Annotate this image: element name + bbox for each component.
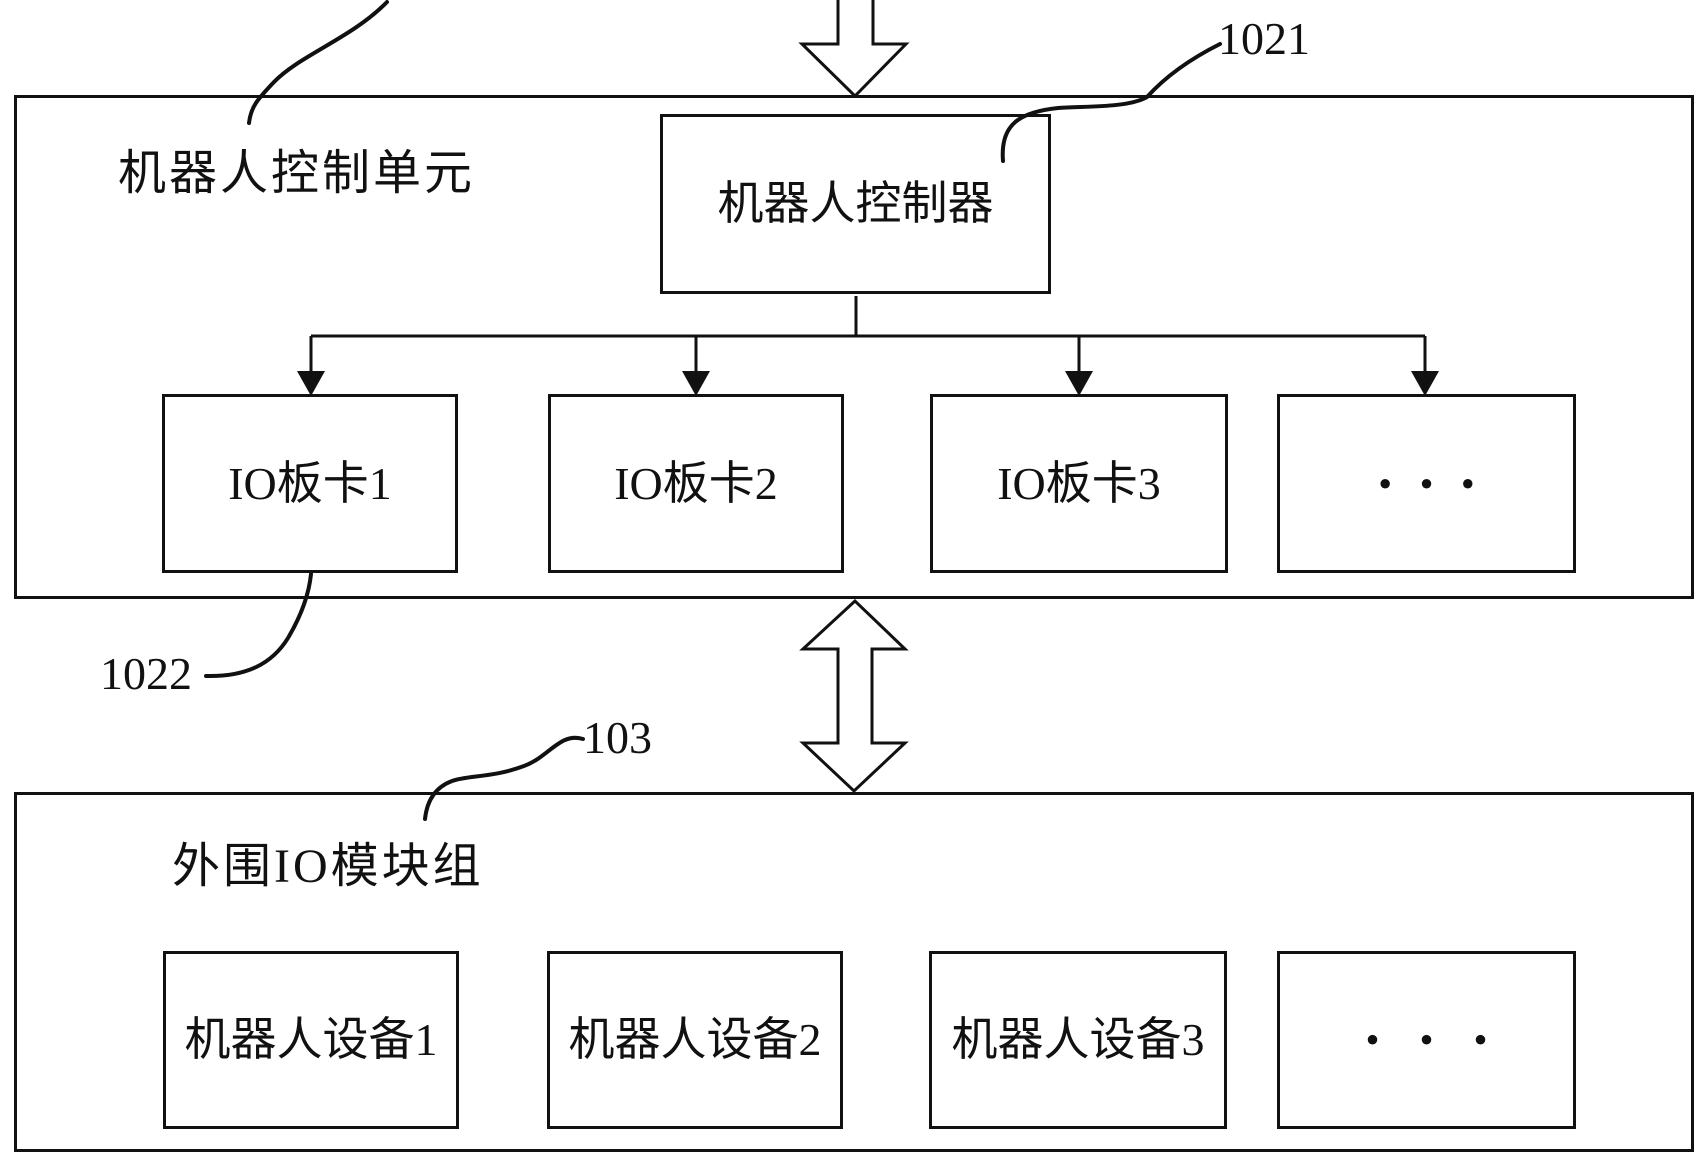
io-board-1-box: IO板卡1 xyxy=(162,394,458,573)
control-unit-title: 机器人控制单元 xyxy=(118,147,476,200)
robot-device-1-box: 机器人设备1 xyxy=(163,951,459,1129)
peripheral-unit-title: 外围IO模块组 xyxy=(172,840,484,893)
robot-device-3-box: 机器人设备3 xyxy=(929,951,1227,1129)
robot-controller-label: 机器人控制器 xyxy=(717,178,994,229)
io-board-ellipsis-label: ··· xyxy=(1375,450,1500,516)
io-board-2-box: IO板卡2 xyxy=(548,394,844,573)
robot-device-2-box: 机器人设备2 xyxy=(547,951,843,1129)
robot-device-3-label: 机器人设备3 xyxy=(951,1014,1205,1065)
io-board-ellipsis-box: ··· xyxy=(1277,394,1576,573)
top-down-arrow-icon xyxy=(798,0,910,99)
io-board-3-box: IO板卡3 xyxy=(930,394,1228,573)
robot-device-ellipsis-label: ••• xyxy=(1365,1017,1528,1062)
io-board-1-label: IO板卡1 xyxy=(228,457,392,509)
ref-label-1021: 1021 xyxy=(1218,13,1310,64)
io-board-3-label: IO板卡3 xyxy=(997,457,1161,509)
robot-device-ellipsis-box: ••• xyxy=(1277,951,1576,1129)
robot-device-1-label: 机器人设备1 xyxy=(184,1014,438,1065)
robot-controller-box: 机器人控制器 xyxy=(660,114,1051,294)
double-arrow-icon xyxy=(799,598,909,794)
ref-label-103: 103 xyxy=(583,712,652,763)
io-board-2-label: IO板卡2 xyxy=(614,457,778,509)
ref-label-1022: 1022 xyxy=(100,648,192,699)
robot-device-2-label: 机器人设备2 xyxy=(568,1014,822,1065)
